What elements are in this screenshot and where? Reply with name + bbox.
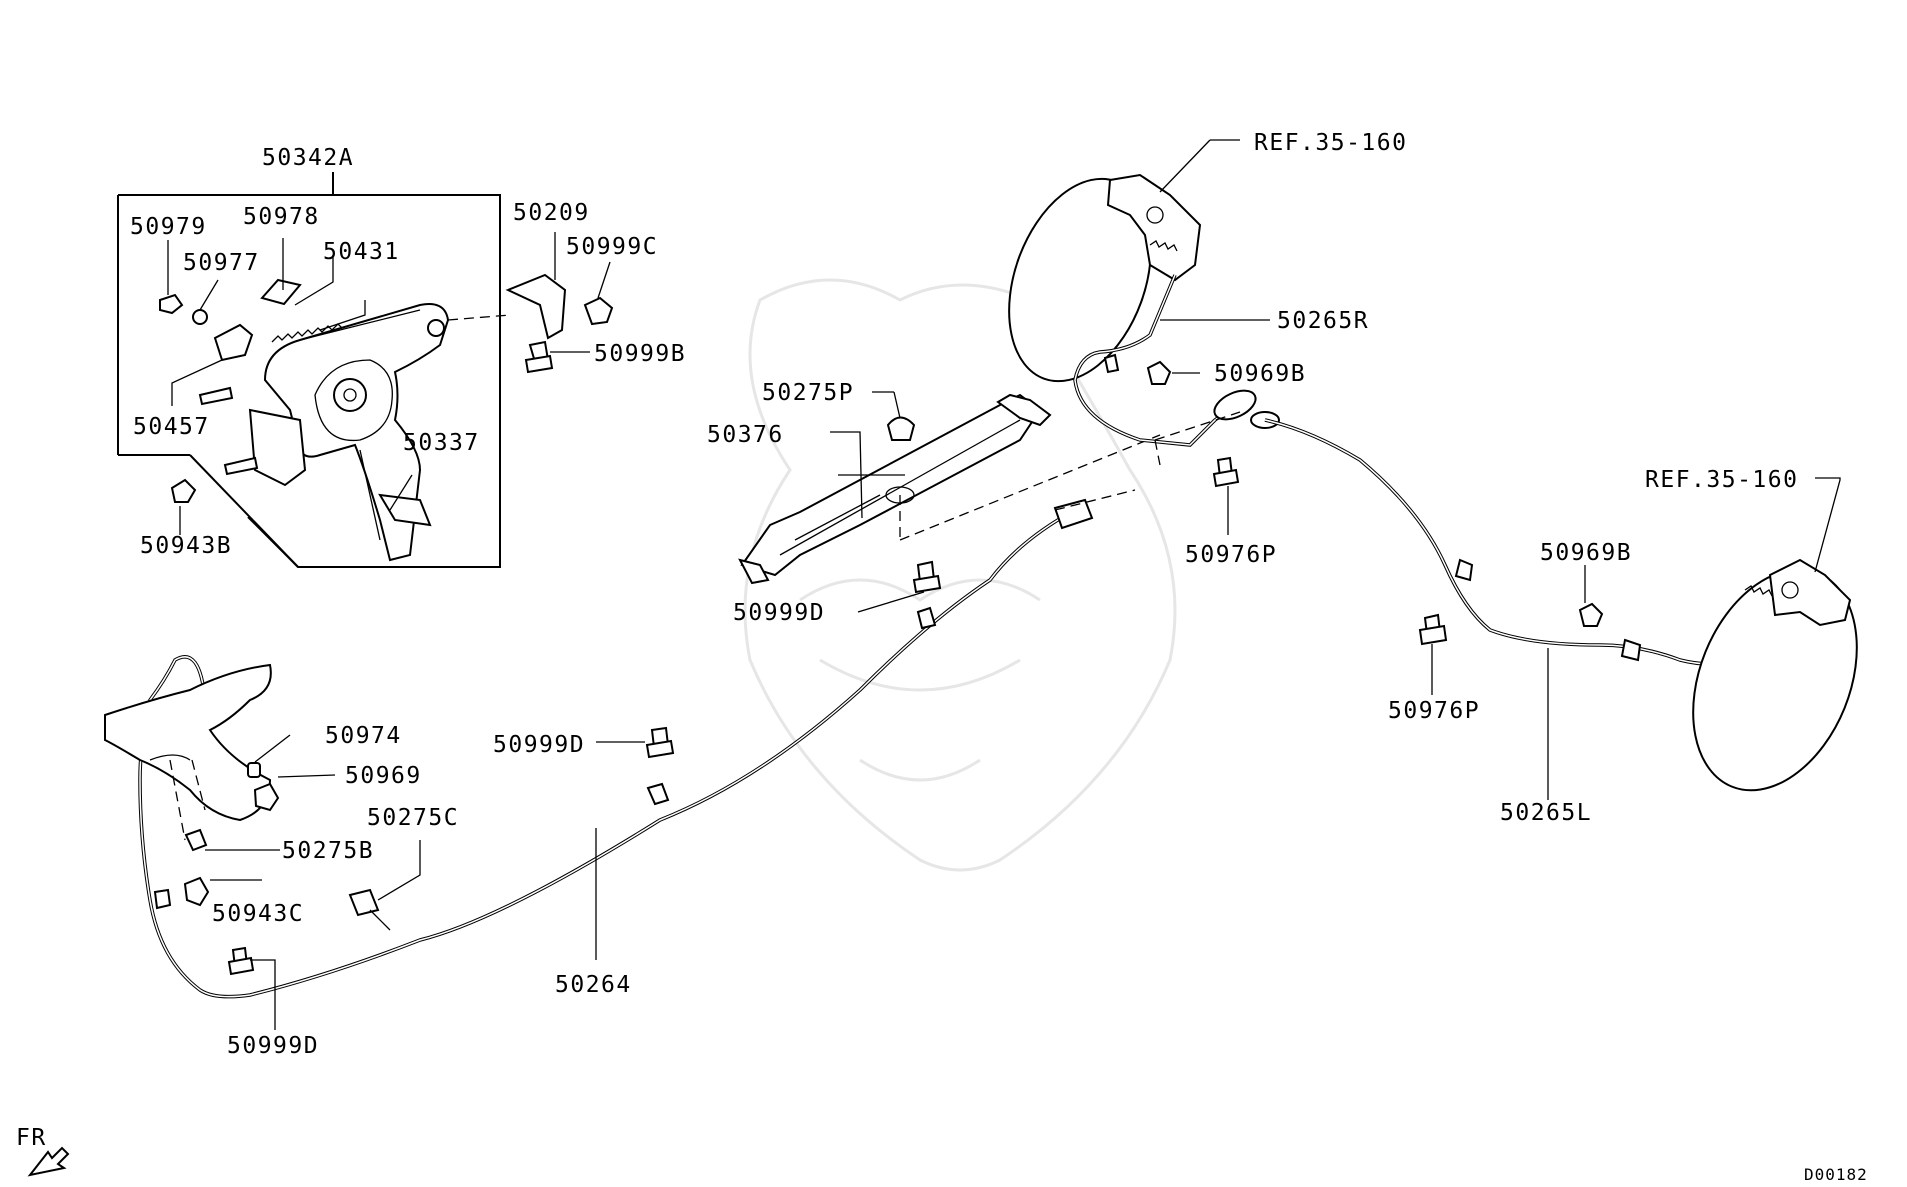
label-bolt-76p-2: 50976P bbox=[1388, 698, 1480, 724]
label-ref-right: REF.35-160 bbox=[1254, 130, 1407, 156]
label-bolt-d2: 50999D bbox=[493, 732, 585, 758]
bolt-50999d-middle bbox=[596, 726, 675, 759]
nut-50943c bbox=[153, 876, 262, 910]
clip-50275p bbox=[872, 391, 916, 441]
label-clip-75b: 50275B bbox=[282, 838, 374, 864]
spring-50431 bbox=[271, 323, 343, 343]
label-nut-43c: 50943C bbox=[212, 901, 304, 927]
nut-50999c bbox=[583, 261, 614, 326]
bolt-50999d-lower bbox=[227, 946, 276, 1030]
label-bolt-d3: 50999D bbox=[227, 1033, 319, 1059]
cover-50376 bbox=[738, 393, 1161, 585]
nut-50969b-right bbox=[1146, 360, 1200, 385]
label-nut-a: 50977 bbox=[183, 250, 260, 276]
nut-50969 bbox=[253, 774, 336, 812]
cable-50265l bbox=[1264, 418, 1782, 666]
clip-50275b bbox=[169, 759, 280, 852]
bolt-50976p-lower bbox=[1418, 613, 1448, 695]
clip-50275c bbox=[348, 840, 421, 931]
bolt-50979 bbox=[159, 293, 184, 315]
grip-50978 bbox=[260, 278, 302, 306]
label-ref-left: REF.35-160 bbox=[1645, 467, 1798, 493]
label-clip-74: 50974 bbox=[325, 723, 402, 749]
label-bolt-b: 50999B bbox=[594, 341, 686, 367]
bolt-50999d-center bbox=[857, 560, 942, 613]
nut-50969b-left bbox=[1578, 565, 1604, 627]
label-cable-r: 50265R bbox=[1277, 308, 1369, 334]
front-arrow bbox=[27, 1146, 70, 1177]
label-switch: 50457 bbox=[133, 414, 210, 440]
equalizer bbox=[1154, 389, 1280, 466]
body-bracket-left bbox=[104, 663, 272, 822]
nut-50977 bbox=[192, 309, 208, 325]
switch-50457 bbox=[213, 323, 254, 362]
label-nut-69b-1: 50969B bbox=[1214, 361, 1306, 387]
label-bolt-76p-1: 50976P bbox=[1185, 542, 1277, 568]
nut-50943b bbox=[170, 478, 197, 503]
bolt-50999b bbox=[524, 340, 590, 374]
left-brake-assembly bbox=[1692, 477, 1858, 792]
label-nut-c: 50999C bbox=[566, 234, 658, 260]
parking-brake-lever bbox=[263, 303, 450, 562]
label-bracket-b: 50337 bbox=[403, 430, 480, 456]
label-cable-front: 50264 bbox=[555, 972, 632, 998]
label-cable-l: 50265L bbox=[1500, 800, 1592, 826]
bolt-50976p-upper bbox=[1212, 456, 1240, 535]
front-marker-label: FR bbox=[16, 1125, 47, 1151]
label-clip-p: 50275P bbox=[762, 380, 854, 406]
label-clip-75c: 50275C bbox=[367, 805, 459, 831]
label-bolt-a: 50979 bbox=[130, 214, 207, 240]
label-nut-b: 50943B bbox=[140, 533, 232, 559]
label-cover: 50376 bbox=[707, 422, 784, 448]
label-nut-69: 50969 bbox=[345, 763, 422, 789]
bracket-50209 bbox=[447, 232, 567, 340]
clip-50974 bbox=[247, 734, 291, 778]
label-nut-69b-2: 50969B bbox=[1540, 540, 1632, 566]
right-brake-assembly bbox=[1008, 139, 1270, 447]
diagram-code: D00182 bbox=[1804, 1165, 1868, 1184]
label-grip: 50978 bbox=[243, 204, 320, 230]
lever-assembly-group bbox=[117, 172, 501, 568]
label-lever-assy: 50342A bbox=[262, 145, 354, 171]
label-bolt-d1: 50999D bbox=[733, 600, 825, 626]
label-bracket-a: 50209 bbox=[513, 200, 590, 226]
label-spring: 50431 bbox=[323, 239, 400, 265]
